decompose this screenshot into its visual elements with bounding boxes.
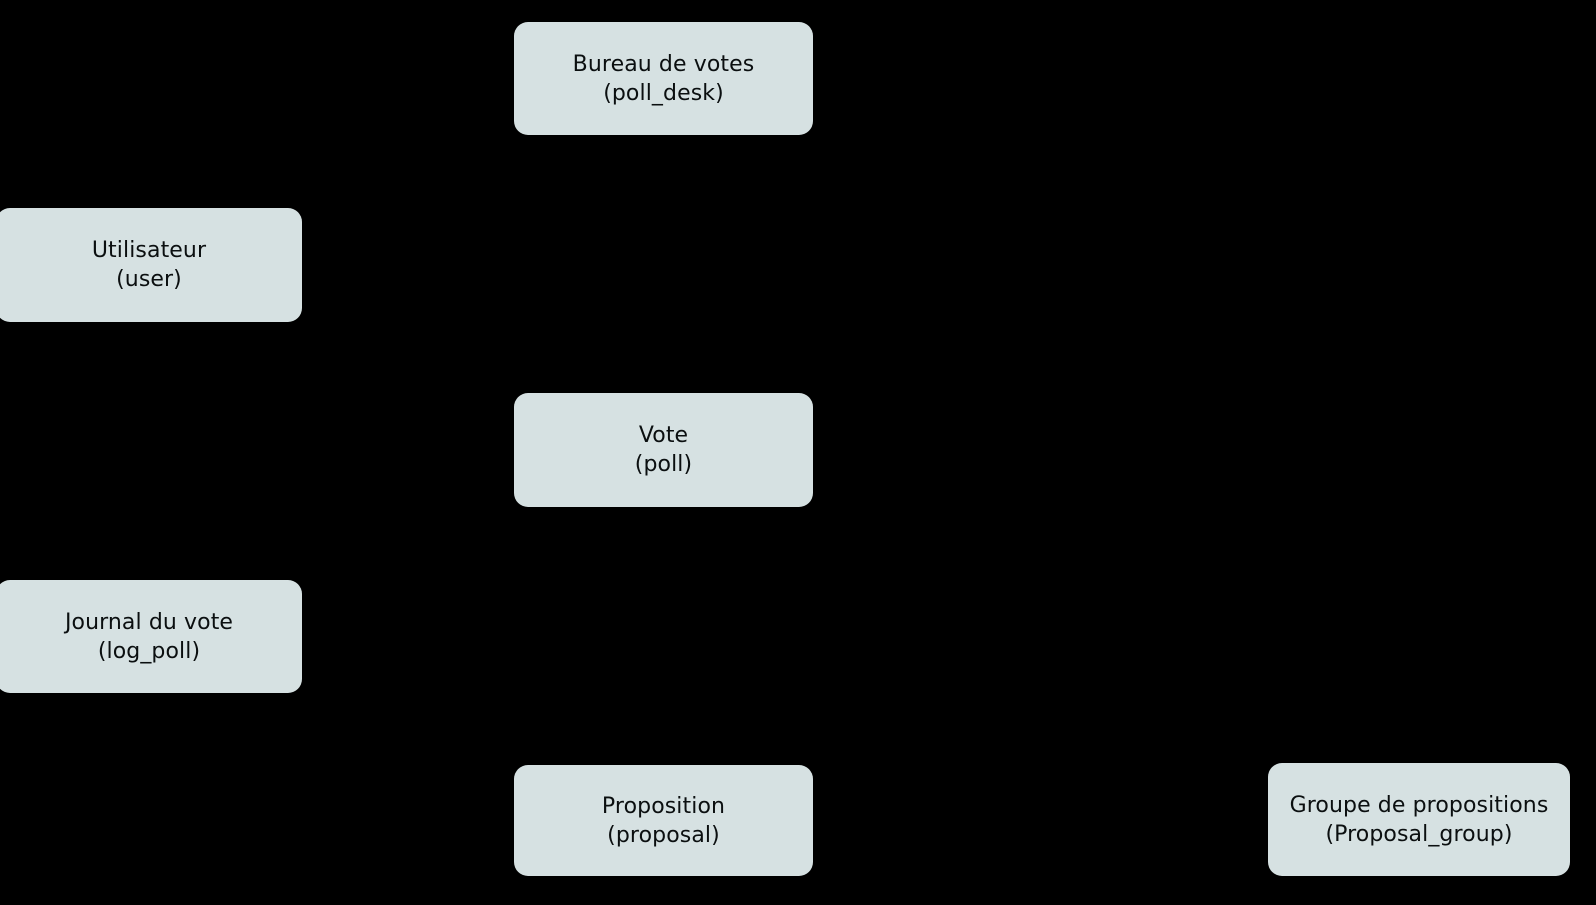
node-user-label-code: (user) <box>116 267 182 292</box>
node-proposal-group[interactable]: Groupe de propositions (Proposal_group) <box>1268 763 1570 876</box>
node-poll-label-code: (poll) <box>634 452 693 477</box>
node-proposal-group-label-fr: Groupe de propositions <box>1289 792 1549 818</box>
node-log-poll[interactable]: Journal du vote (log_poll) <box>0 580 302 693</box>
node-poll[interactable]: Vote (poll) <box>514 393 813 507</box>
node-proposal[interactable]: Proposition (proposal) <box>514 765 813 876</box>
node-user[interactable]: Utilisateur (user) <box>0 208 302 322</box>
node-poll-label-fr: Vote <box>638 423 689 448</box>
node-poll-desk[interactable]: Bureau de votes (poll_desk) <box>514 22 813 135</box>
node-proposal-label-fr: Proposition <box>601 793 726 819</box>
node-log-poll-label-fr: Journal du vote <box>64 609 234 635</box>
node-user-label-fr: Utilisateur <box>91 238 207 263</box>
node-proposal-label-code: (proposal) <box>607 822 720 848</box>
node-poll-desk-label-code: (poll_desk) <box>603 80 724 106</box>
node-log-poll-label-code: (log_poll) <box>97 638 201 664</box>
node-proposal-group-label-code: (Proposal_group) <box>1325 821 1513 847</box>
node-poll-desk-label-fr: Bureau de votes <box>572 51 755 77</box>
